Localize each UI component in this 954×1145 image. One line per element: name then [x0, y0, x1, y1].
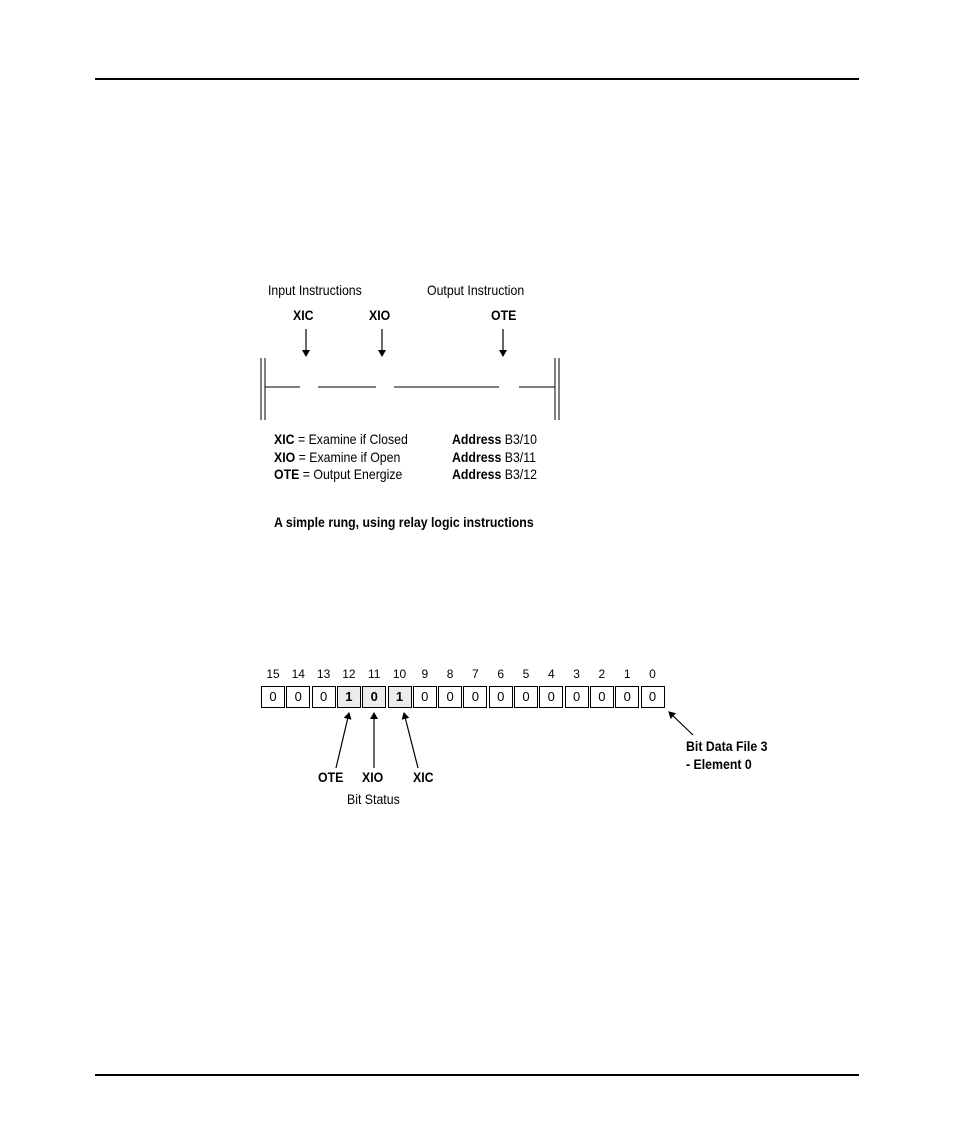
bit-number-7: 7 [472, 667, 479, 681]
bit-number-3: 3 [573, 667, 580, 681]
top-rule [95, 78, 859, 80]
address-value: B3/10 [504, 431, 537, 447]
output-instruction-heading: Output Instruction [427, 282, 525, 298]
bit-number-8: 8 [446, 667, 454, 681]
bit-cell-3: 0 [564, 686, 589, 708]
bit-cell-11: 0 [362, 686, 387, 708]
bit-number-0: 0 [649, 667, 656, 681]
input-instructions-heading: Input Instructions [268, 282, 362, 298]
ote-label: OTE [491, 307, 517, 323]
bit-status-label: Bit Status [347, 791, 400, 807]
address-row-xio: Address B3/11 [452, 449, 536, 465]
bit-cell-10: 1 [387, 686, 412, 708]
xio-pointer-label: XIO [362, 769, 384, 785]
bit-number-13: 13 [316, 667, 331, 681]
bit-number-1: 1 [623, 667, 631, 681]
legend-code: XIC [274, 431, 295, 447]
address-value: B3/12 [504, 466, 537, 482]
bit-number-5: 5 [522, 667, 530, 681]
left-power-rail [260, 358, 266, 420]
bit-data-file-label: Bit Data File 3 [686, 738, 768, 754]
legend-row-ote: OTE = Output Energize [274, 466, 402, 482]
xic-label: XIC [293, 307, 314, 323]
file-arrow [668, 711, 694, 736]
bit-cell-13: 0 [311, 686, 336, 708]
address-row-ote: Address B3/12 [452, 466, 537, 482]
address-value: B3/11 [504, 449, 537, 465]
bit-number-11: 11 [367, 667, 381, 681]
ote-bit-arrow [335, 712, 352, 769]
address-row-xic: Address B3/10 [452, 431, 537, 447]
bit-number-6: 6 [497, 667, 505, 681]
bit-number-4: 4 [547, 667, 555, 681]
bit-cell-12: 1 [336, 686, 361, 708]
rung-caption: A simple rung, using relay logic instruc… [274, 514, 534, 530]
bit-cell-7: 0 [463, 686, 488, 708]
bit-number-15: 15 [266, 667, 280, 681]
bottom-rule [95, 1074, 859, 1076]
bit-cell-6: 0 [488, 686, 513, 708]
address-label: Address [452, 431, 502, 447]
legend-desc: = Examine if Closed [297, 431, 408, 447]
bit-cell-14: 0 [286, 686, 311, 708]
bit-cell-15: 0 [261, 686, 285, 708]
legend-code: OTE [274, 466, 300, 482]
legend-row-xic: XIC = Examine if Closed [274, 431, 408, 447]
bit-cell-2: 0 [589, 686, 614, 708]
ote-pointer-label: OTE [318, 769, 344, 785]
legend-desc: = Examine if Open [298, 449, 401, 465]
element-label: - Element 0 [686, 756, 752, 772]
bit-number-10: 10 [392, 667, 407, 681]
bit-number-9: 9 [421, 667, 429, 681]
legend-desc: = Output Energize [302, 466, 403, 482]
xio-label: XIO [369, 307, 391, 323]
bit-number-12: 12 [342, 667, 356, 681]
address-label: Address [452, 466, 502, 482]
bit-cell-9: 0 [412, 686, 437, 708]
address-label: Address [452, 449, 502, 465]
bit-cell-8: 0 [438, 686, 463, 708]
xic-bit-arrow [401, 712, 419, 769]
bit-cell-0: 0 [640, 686, 665, 708]
bit-cell-1: 0 [615, 686, 640, 708]
xic-pointer-label: XIC [413, 769, 434, 785]
bit-number-14: 14 [291, 667, 305, 681]
bit-cell-4: 0 [539, 686, 564, 708]
legend-row-xio: XIO = Examine if Open [274, 449, 400, 465]
right-power-rail [554, 358, 560, 420]
bit-cell-5: 0 [514, 686, 538, 708]
bit-number-2: 2 [598, 667, 606, 681]
legend-code: XIO [274, 449, 296, 465]
